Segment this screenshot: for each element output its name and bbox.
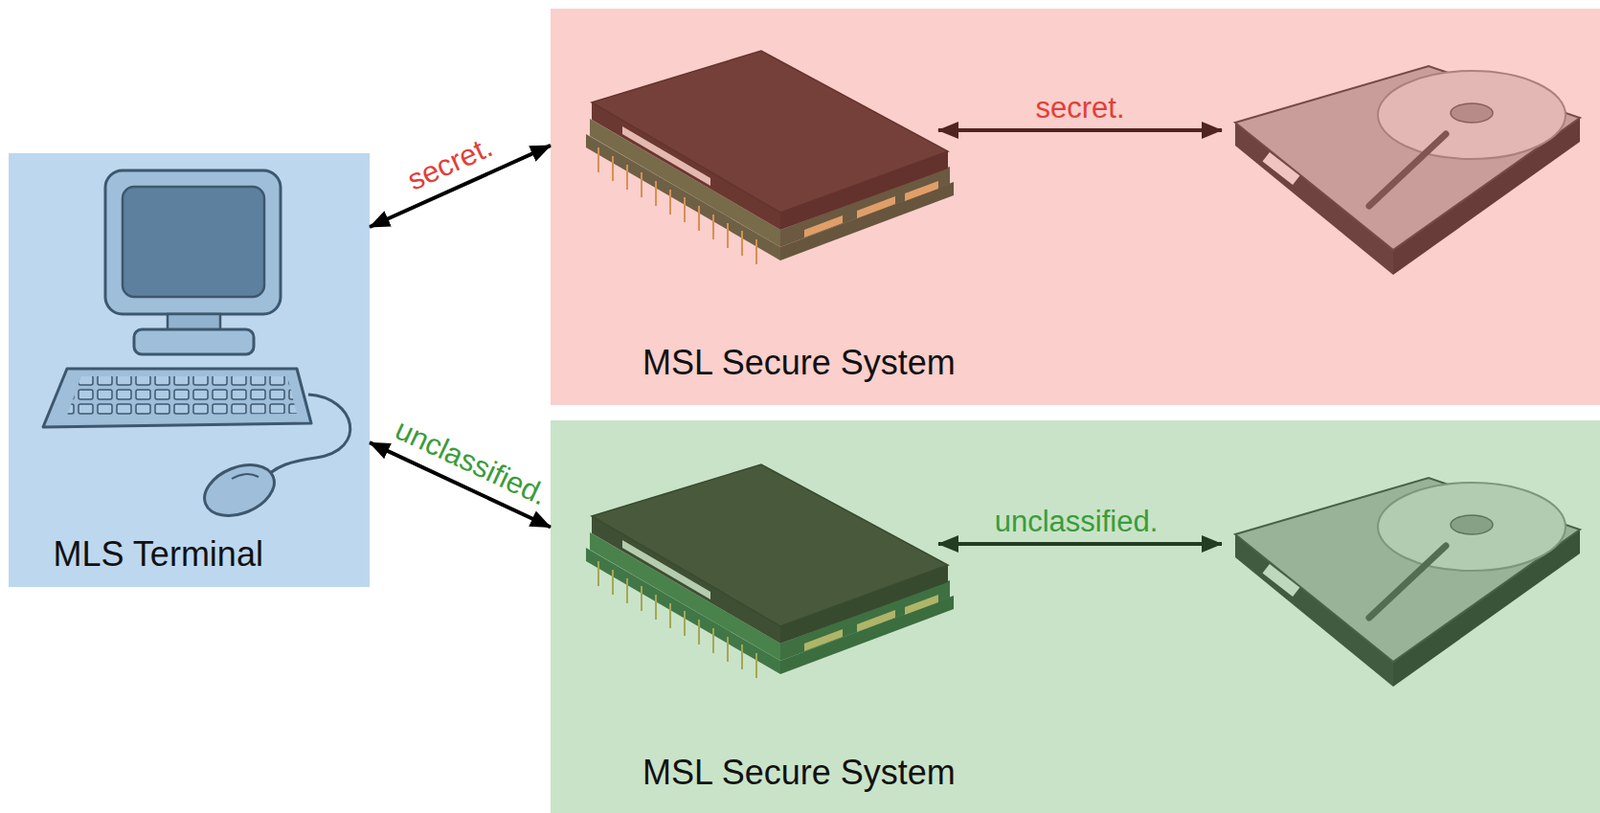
node-label: MLS Terminal <box>53 534 264 574</box>
edge-label: unclassified. <box>389 412 552 512</box>
node-label: MSL Secure System <box>642 752 956 792</box>
node-label: MSL Secure System <box>642 342 956 383</box>
link-label: unclassified. <box>994 505 1159 539</box>
edge-label: secret. <box>402 130 497 197</box>
link-label: secret. <box>1035 91 1125 125</box>
unclassified-region: MSL Secure System <box>550 420 1600 813</box>
secret-region: MSL Secure System <box>550 8 1600 406</box>
terminal-box: MLS Terminal <box>8 153 371 587</box>
